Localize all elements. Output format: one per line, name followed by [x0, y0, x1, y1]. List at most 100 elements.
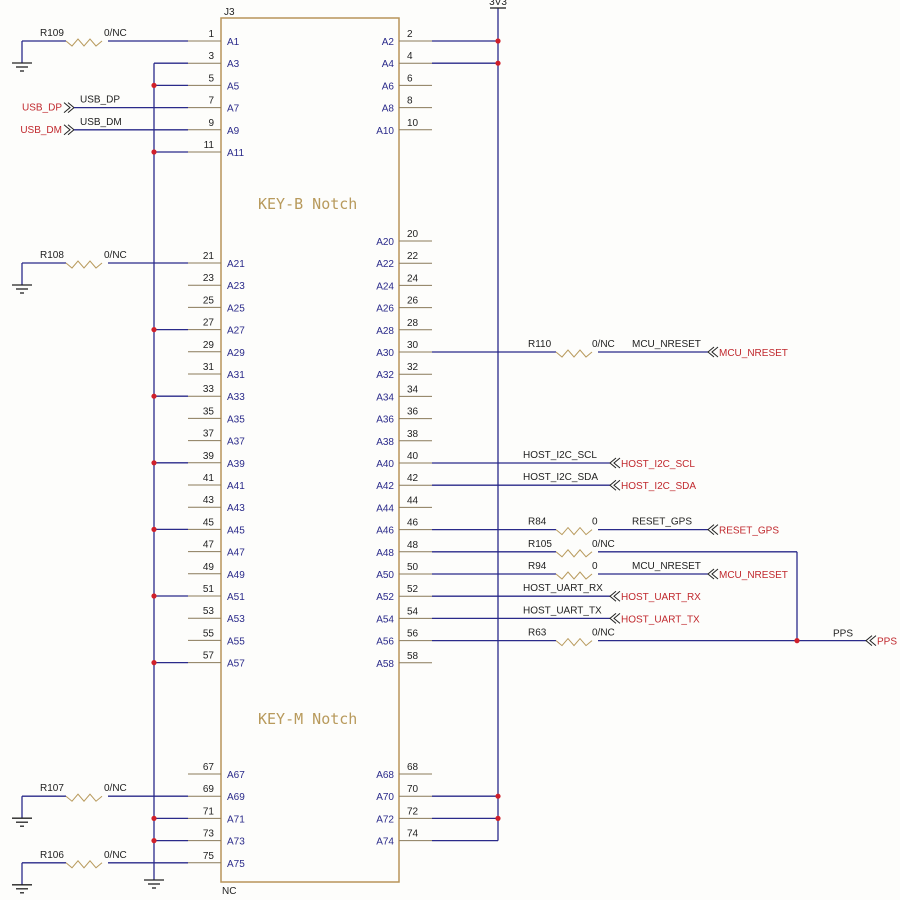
resistor-ref: R106	[40, 850, 64, 861]
pin-number: 43	[203, 495, 215, 506]
pin-number: 41	[203, 473, 215, 484]
pin-name: A55	[227, 636, 245, 647]
pin-name: A28	[376, 326, 394, 337]
junction-dot	[151, 327, 157, 333]
resistor-ref: R108	[40, 250, 64, 261]
pin-name: A30	[376, 348, 394, 359]
pin-number: 68	[407, 762, 419, 773]
pin-number: 7	[208, 96, 214, 107]
pin-number: 22	[407, 251, 419, 262]
resistor-ref: R84	[528, 517, 547, 528]
pin-number: 37	[203, 429, 215, 440]
pin-name: A1	[227, 37, 240, 48]
pin-number: 45	[203, 517, 215, 528]
net-label: MCU_NRESET	[632, 339, 701, 350]
pin-number: 30	[407, 340, 419, 351]
junction-dot	[151, 526, 157, 533]
resistor-ref: R109	[40, 28, 64, 39]
port-label: HOST_UART_RX	[621, 592, 701, 603]
pin-number: 57	[203, 651, 215, 662]
pin-number: 21	[203, 251, 215, 262]
port-label: MCU_NRESET	[719, 348, 788, 359]
pin-name: A6	[382, 81, 395, 92]
pin-name: A22	[376, 259, 394, 270]
pin-name: A23	[227, 281, 245, 292]
pin-name: A29	[227, 348, 245, 359]
pin-name: A21	[227, 259, 245, 270]
resistor-icon	[555, 526, 593, 536]
resistor-ref: R63	[528, 628, 547, 639]
pin-name: A48	[376, 548, 394, 559]
junction-dot	[151, 593, 157, 599]
pin-number: 73	[203, 829, 215, 840]
port-label: RESET_GPS	[719, 526, 779, 537]
resistor-icon	[65, 260, 103, 269]
junction-dot	[151, 149, 157, 155]
port-arrow-icon	[63, 102, 71, 113]
resistor-value: 0	[592, 561, 598, 572]
port-arrow-icon	[613, 457, 621, 469]
pin-number: 72	[407, 806, 419, 817]
pin-number: 69	[203, 784, 215, 795]
port-arrow-icon	[613, 479, 621, 491]
pin-name: A8	[382, 104, 395, 115]
pin-number: 11	[204, 140, 215, 151]
pin-name: A53	[227, 614, 245, 625]
port-arrow-icon	[609, 479, 617, 491]
pin-name: A50	[376, 570, 394, 581]
pin-number: 40	[407, 451, 419, 462]
pin-number: 26	[407, 296, 419, 307]
net-label: HOST_I2C_SDA	[523, 472, 598, 483]
pin-name: A10	[376, 126, 394, 137]
resistor-value: 0/NC	[104, 850, 127, 861]
junction-dot	[151, 460, 157, 466]
pin-number: 38	[407, 429, 419, 440]
resistor-icon	[65, 793, 103, 802]
pin-number: 8	[407, 96, 413, 107]
junction-dot	[151, 838, 157, 844]
port-arrow-icon	[707, 568, 715, 580]
port-label: HOST_I2C_SCL	[621, 459, 695, 470]
junction-dot	[794, 638, 800, 644]
pin-number: 44	[407, 495, 419, 506]
pin-number: 35	[203, 406, 215, 417]
pin-number: 55	[203, 628, 215, 639]
port-arrow-icon	[613, 613, 621, 624]
pin-number: 9	[208, 118, 214, 129]
pin-number: 53	[203, 606, 215, 617]
pin-number: 5	[208, 73, 214, 84]
pin-name: A40	[376, 459, 394, 470]
pin-number: 23	[203, 273, 215, 284]
power-rail-label: 3V3	[489, 0, 507, 8]
junction-dot	[495, 815, 501, 822]
pin-number: 34	[407, 384, 419, 395]
pin-number: 56	[407, 629, 419, 640]
pin-name: A70	[376, 792, 394, 803]
junction-dot	[495, 38, 501, 44]
port-label: MCU_NRESET	[719, 570, 788, 581]
pin-name: A3	[227, 59, 240, 70]
pin-number: 75	[203, 851, 215, 862]
pin-name: A54	[376, 614, 394, 625]
pin-number: 2	[407, 29, 413, 40]
port-arrow-icon	[63, 124, 71, 136]
port-label: HOST_UART_TX	[621, 614, 700, 625]
pin-name: A37	[227, 437, 245, 448]
port-arrow-icon	[67, 124, 75, 136]
pin-name: A5	[227, 81, 240, 92]
pin-number: 52	[407, 584, 419, 595]
pin-number: 20	[407, 229, 419, 240]
pin-name: A35	[227, 414, 245, 425]
net-label: USB_DM	[80, 117, 122, 128]
resistor-ref: R94	[528, 561, 547, 572]
resistor-ref: R105	[528, 539, 552, 550]
port-arrow-icon	[711, 524, 719, 535]
pin-number: 46	[407, 518, 419, 529]
port-arrow-icon	[707, 346, 715, 358]
port-arrow-icon	[711, 568, 719, 580]
net-label: HOST_I2C_SCL	[523, 450, 597, 461]
pin-name: A72	[376, 814, 394, 825]
pin-name: A75	[227, 859, 245, 870]
pin-number: 29	[203, 340, 215, 351]
